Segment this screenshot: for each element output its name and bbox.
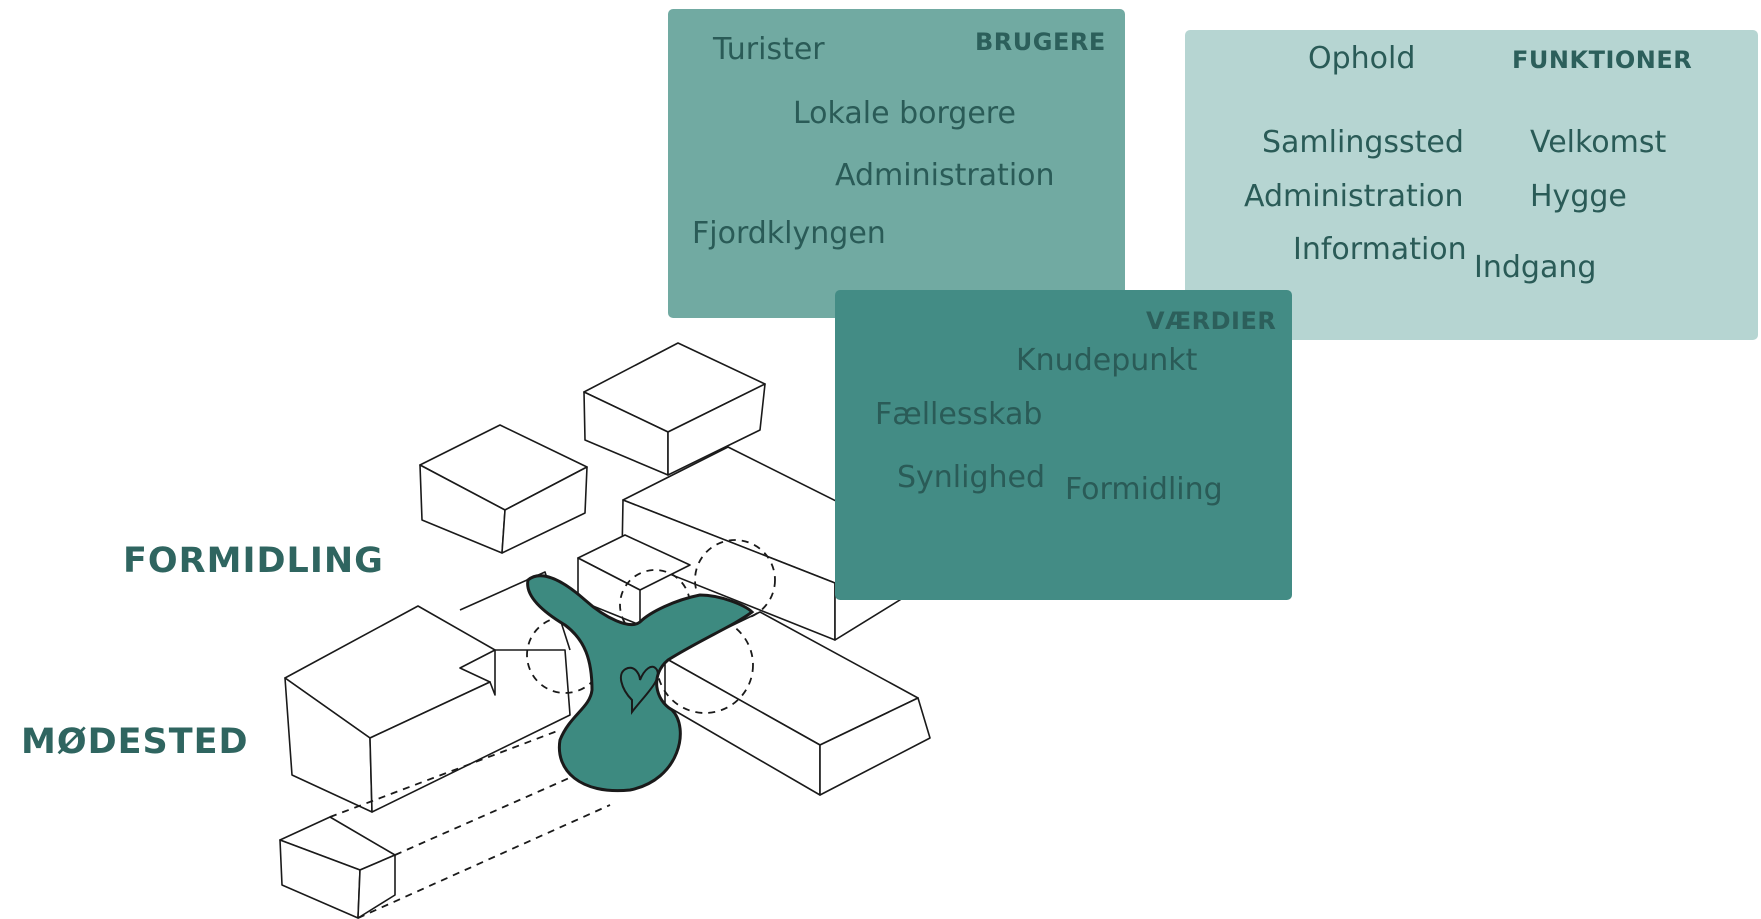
brugere-item: Fjordklyngen [692,216,886,251]
building-block-top [583,342,766,476]
dashed-circle [694,539,776,621]
building-block-dashed [279,816,396,919]
brugere-item: Turister [713,32,825,67]
funktioner-heading: FUNKTIONER [1512,46,1693,74]
brugere-heading: BRUGERE [975,28,1106,56]
funktioner-item: Indgang [1474,250,1597,285]
funktioner-panel [1185,30,1758,340]
building-block-lower-right [664,611,931,796]
brugere-item: Administration [835,158,1055,193]
modested-label: MØDESTED [21,722,249,762]
building-block-left [284,571,571,813]
vaerdier-item: Fællesskab [875,397,1043,432]
vaerdier-panel [835,290,1292,600]
vaerdier-item: Formidling [1065,472,1223,507]
building-block-small-left [419,424,588,554]
brugere-panel [668,9,1125,318]
dashed-connection-line [329,729,561,818]
funktioner-item: Administration [1244,179,1464,214]
funktioner-item: Samlingssted [1262,125,1464,160]
heart-meeting-place-shape [526,574,755,793]
vaerdier-item: Synlighed [897,460,1046,495]
funktioner-item: Velkomst [1530,125,1667,160]
vaerdier-item: Knudepunkt [1016,343,1198,378]
formidling-label: FORMIDLING [123,541,384,581]
heart-icon [619,665,659,715]
funktioner-item: Ophold [1308,41,1416,76]
funktioner-item: Hygge [1530,179,1627,214]
brugere-item: Lokale borgere [793,96,1016,131]
vaerdier-heading: VÆRDIER [1146,307,1277,335]
funktioner-item: Information [1293,232,1467,267]
